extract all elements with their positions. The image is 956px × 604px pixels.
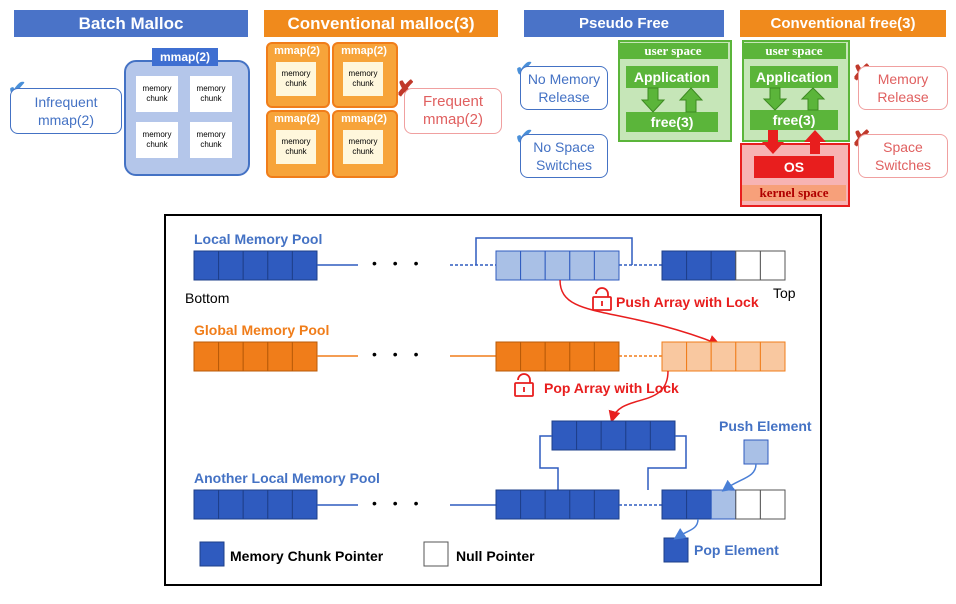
batch-mmap-label: mmap(2) <box>152 48 218 66</box>
kernel-space-label: kernel space <box>742 185 846 201</box>
no-memory-release-label: No Memory Release <box>520 66 608 110</box>
os-box: OS <box>754 156 834 178</box>
conventional-malloc-title: Conventional malloc(3) <box>264 10 498 37</box>
batch-malloc-title: Batch Malloc <box>14 10 248 37</box>
another-pool-array <box>193 489 786 520</box>
global-pool-array <box>193 341 786 372</box>
infrequent-mmap-label: Infrequent mmap(2) <box>10 88 122 134</box>
memory-chunk: memory chunk <box>343 62 383 96</box>
mmap-label: mmap(2) <box>341 45 387 57</box>
memory-chunk: memory chunk <box>343 130 383 164</box>
push-element-box <box>743 439 769 465</box>
push-element-label: Push Element <box>719 418 812 434</box>
bottom-label: Bottom <box>185 290 230 306</box>
memory-chunk: memory chunk <box>190 122 232 158</box>
no-space-switches-label: No Space Switches <box>520 134 608 178</box>
global-pool-label: Global Memory Pool <box>194 322 330 338</box>
ellipsis: • • • <box>372 346 425 362</box>
popped-array <box>539 420 687 490</box>
red-arrows-icon <box>762 130 826 154</box>
user-space-label: user space <box>618 43 728 59</box>
push-array-label: Push Array with Lock <box>616 294 759 310</box>
application-box: Application <box>626 66 718 88</box>
memory-chunk: memory chunk <box>276 62 316 96</box>
memory-chunk: memory chunk <box>190 76 232 112</box>
top-label: Top <box>773 285 796 301</box>
mmap-label: mmap(2) <box>274 45 320 57</box>
legend-chunk-swatch <box>199 541 225 567</box>
conventional-free-title: Conventional free(3) <box>740 10 946 37</box>
ellipsis: • • • <box>372 255 425 271</box>
legend-chunk-label: Memory Chunk Pointer <box>230 548 384 564</box>
arrows-icon <box>640 87 704 113</box>
memory-chunk: memory chunk <box>136 122 178 158</box>
legend-null-swatch <box>423 541 449 567</box>
memory-pool-diagram <box>164 214 822 586</box>
pseudo-free-title: Pseudo Free <box>524 10 724 37</box>
user-space-label: user space <box>742 43 846 59</box>
space-switches-label: Space Switches <box>858 134 948 178</box>
lock-icon <box>514 373 534 397</box>
ellipsis: • • • <box>372 495 425 511</box>
pop-element-box <box>663 537 689 563</box>
memory-chunk: memory chunk <box>136 76 178 112</box>
free-box: free(3) <box>750 110 838 130</box>
mmap-label: mmap(2) <box>341 113 387 125</box>
local-pool-array <box>193 237 786 281</box>
pop-array-label: Pop Array with Lock <box>544 380 679 396</box>
mmap-box <box>266 42 330 108</box>
arrows-icon <box>762 87 826 111</box>
memory-release-label: Memory Release <box>858 66 948 110</box>
memory-chunk: memory chunk <box>276 130 316 164</box>
local-pool-label: Local Memory Pool <box>194 231 323 247</box>
mmap-label: mmap(2) <box>274 113 320 125</box>
lock-icon <box>592 287 612 311</box>
legend-null-label: Null Pointer <box>456 548 535 564</box>
pop-element-label: Pop Element <box>694 542 779 558</box>
frequent-mmap-label: Frequent mmap(2) <box>404 88 502 134</box>
another-pool-label: Another Local Memory Pool <box>194 470 380 486</box>
application-box: Application <box>750 66 838 88</box>
free-box: free(3) <box>626 112 718 132</box>
